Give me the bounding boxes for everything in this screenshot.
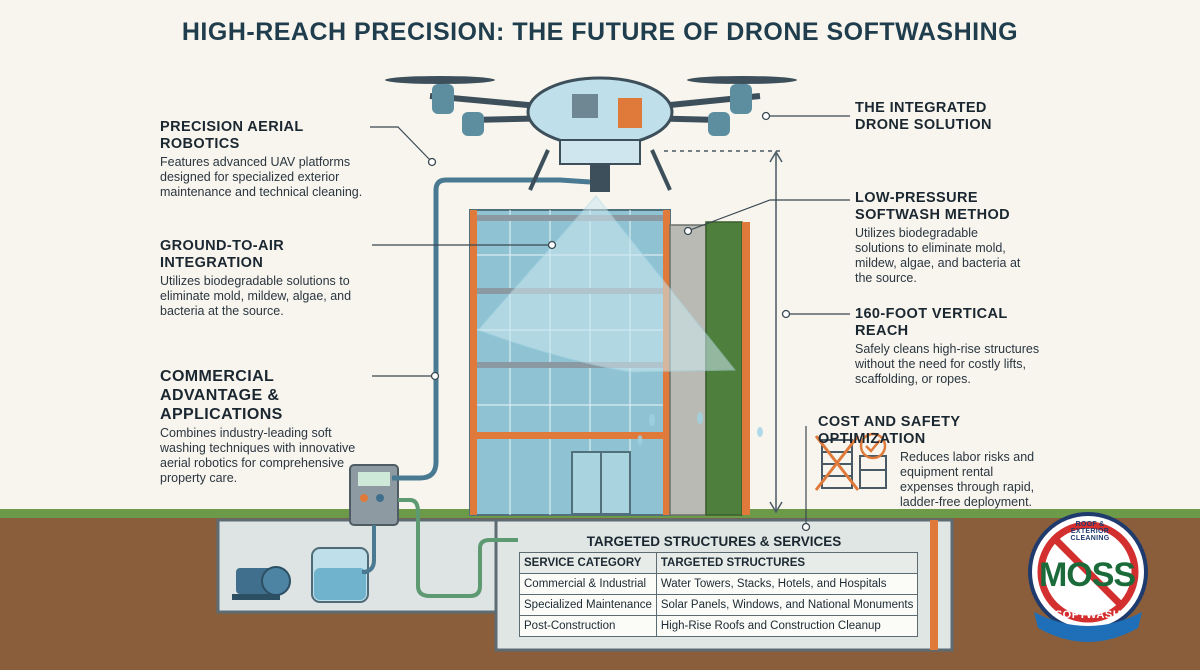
callout-heading: THE INTEGRATED DRONE SOLUTION bbox=[855, 100, 992, 133]
supply-hose bbox=[392, 177, 591, 481]
callout-integrated-drone-solution: THE INTEGRATED DRONE SOLUTION bbox=[855, 100, 1005, 134]
callout-cost-safety: COST AND SAFETY OPTIMIZATION Reduces lab… bbox=[818, 414, 1068, 510]
callout-heading: LOW-PRESSURE SOFTWASH METHOD bbox=[855, 190, 1011, 223]
table-cell: Specialized Maintenance bbox=[519, 594, 657, 616]
table-row: Commercial & Industrial Water Towers, St… bbox=[519, 573, 919, 595]
logo-wordmark: MOSS bbox=[1038, 556, 1136, 594]
ladder-crossed-icon bbox=[814, 435, 860, 491]
water-tank bbox=[311, 547, 369, 603]
callout-ground-to-air: GROUND-TO-AIR INTEGRATION Utilizes biode… bbox=[160, 238, 375, 319]
table-cell: Post-Construction bbox=[519, 615, 657, 637]
spray-cone bbox=[477, 195, 737, 373]
table-title: TARGETED STRUCTURES & SERVICES bbox=[586, 534, 842, 549]
services-table-panel: TARGETED STRUCTURES & SERVICES SERVICE C… bbox=[514, 534, 919, 637]
table-row: Post-Construction High-Rise Roofs and Co… bbox=[519, 615, 919, 637]
table-row: Specialized Maintenance Solar Panels, Wi… bbox=[519, 594, 919, 616]
header-service-category: SERVICE CATEGORY bbox=[519, 552, 657, 574]
table-cell: High-Rise Roofs and Construction Cleanup bbox=[655, 615, 919, 637]
callout-body: Utilizes biodegradable solutions to elim… bbox=[855, 226, 1021, 285]
water-pump bbox=[232, 566, 291, 600]
callout-heading: COST AND SAFETY OPTIMIZATION bbox=[818, 414, 961, 447]
callout-body: Safely cleans high-rise structures witho… bbox=[855, 342, 1040, 386]
table-cell: Solar Panels, Windows, and National Monu… bbox=[655, 594, 919, 616]
drone bbox=[385, 76, 797, 192]
control-panel bbox=[349, 464, 399, 526]
services-table: SERVICE CATEGORY TARGETED STRUCTURES Com… bbox=[519, 552, 919, 637]
callout-heading: GROUND-TO-AIR INTEGRATION bbox=[160, 238, 285, 271]
moss-logo bbox=[1028, 512, 1148, 642]
callout-heading: PRECISION AERIAL ROBOTICS bbox=[160, 119, 304, 152]
header-targeted-structures: TARGETED STRUCTURES bbox=[655, 552, 919, 574]
callout-body: Reduces labor risks and equipment rental… bbox=[900, 450, 1035, 509]
table-header-row: SERVICE CATEGORY TARGETED STRUCTURES bbox=[519, 552, 919, 574]
callout-precision-aerial-robotics: PRECISION AERIAL ROBOTICS Features advan… bbox=[160, 119, 380, 200]
table-cell: Water Towers, Stacks, Hotels, and Hospit… bbox=[655, 573, 919, 595]
table-cell: Commercial & Industrial bbox=[519, 573, 657, 595]
height-indicator bbox=[664, 150, 783, 514]
callout-heading: COMMERCIAL ADVANTAGE & APPLICATIONS bbox=[160, 368, 283, 423]
logo-ring-text: ROOF & EXTERIOR CLEANING bbox=[1070, 521, 1110, 542]
callout-heading: 160-FOOT VERTICAL REACH bbox=[855, 306, 1008, 339]
scaffold-check-icon bbox=[859, 432, 887, 489]
logo-tagline: SOFTWASH bbox=[1054, 609, 1122, 621]
callout-body: Combines industry-leading soft washing t… bbox=[160, 426, 356, 485]
callout-body: Utilizes biodegradable solutions to elim… bbox=[160, 274, 352, 318]
callout-low-pressure-softwash: LOW-PRESSURE SOFTWASH METHOD Utilizes bi… bbox=[855, 190, 1030, 286]
page-title: HIGH-REACH PRECISION: THE FUTURE OF DRON… bbox=[181, 18, 1019, 46]
callout-body: Features advanced UAV platforms designed… bbox=[160, 155, 363, 199]
callout-vertical-reach: 160-FOOT VERTICAL REACH Safely cleans hi… bbox=[855, 306, 1055, 387]
callout-commercial-advantage: COMMERCIAL ADVANTAGE & APPLICATIONS Comb… bbox=[160, 367, 375, 486]
